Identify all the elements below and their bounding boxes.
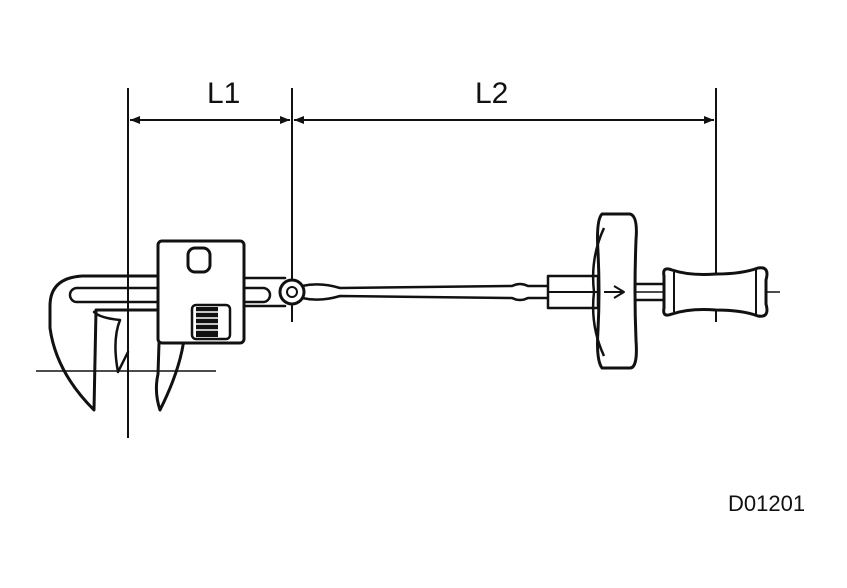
wrench-housing-window: [186, 246, 212, 274]
figure-code: D01201: [728, 491, 805, 516]
pivot-inner: [286, 286, 298, 298]
torque-wrench-beam: [301, 282, 548, 302]
torque-wrench: [301, 212, 769, 370]
wrench-jaw-inner: [92, 310, 130, 374]
dimension-label-l1: L1: [207, 77, 240, 110]
torque-wrench-grip-shaft: [636, 282, 664, 302]
adjustable-wrench: [48, 239, 287, 412]
torque-wrench-handle: [662, 266, 769, 318]
torque-wrench-dial-face: [591, 227, 606, 357]
pivot-outer: [278, 278, 306, 306]
wrench-neck: [242, 276, 287, 308]
pivot-joint: [278, 278, 306, 306]
dimension-label-l2: L2: [475, 77, 508, 110]
wrench-outer-jaw: [48, 274, 158, 412]
torque-wrench-pointer: [604, 285, 625, 299]
